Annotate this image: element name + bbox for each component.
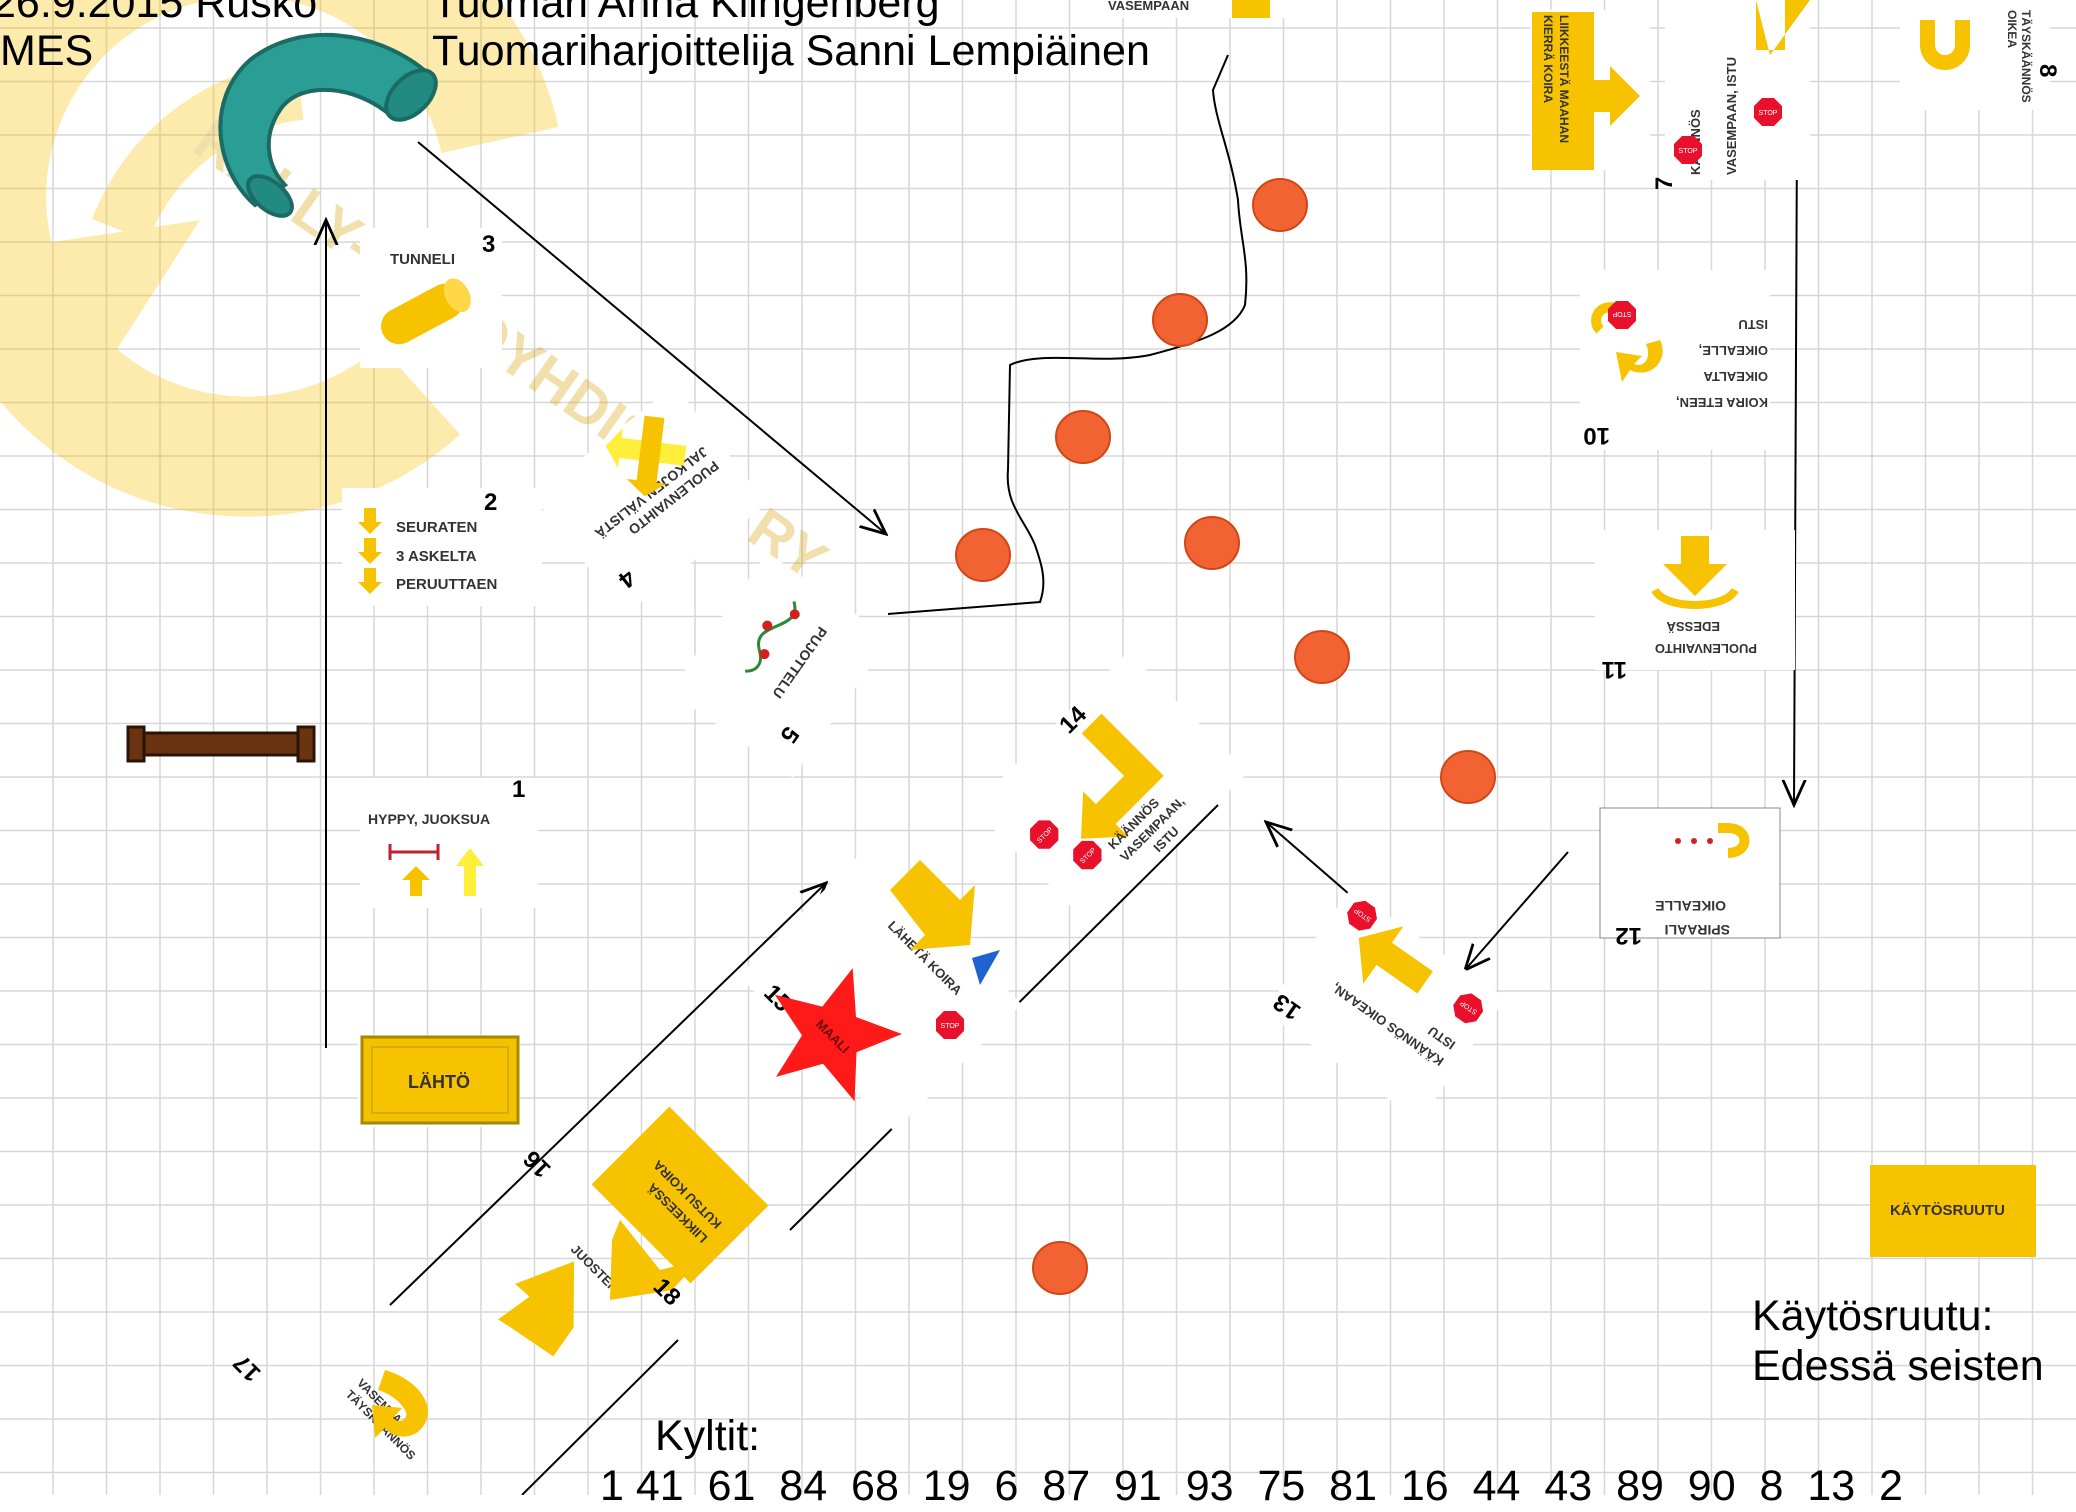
header-trainee: Tuomariharjoittelija Sanni Lempiäinen bbox=[432, 27, 1150, 75]
tunnel-icon bbox=[381, 278, 471, 345]
arrow-up-icon bbox=[456, 848, 484, 896]
cone bbox=[1184, 516, 1240, 570]
cone bbox=[1252, 178, 1308, 232]
header-date-place: 26.9.2015 Rusko bbox=[0, 0, 318, 27]
cone-marker-icon bbox=[972, 950, 1000, 985]
cone bbox=[1055, 410, 1111, 464]
sign-1-number: 1 bbox=[512, 776, 525, 803]
target-star: MAALI bbox=[774, 968, 902, 1102]
arrow-diagonal-icon bbox=[498, 1261, 575, 1357]
arrow-right-icon bbox=[1594, 66, 1640, 126]
sign-3: 3 TUNNELI bbox=[360, 228, 502, 368]
sign-11: PUOLENVAIHTO EDESSÄ 11 bbox=[1595, 530, 1795, 683]
behavior-note-text: Edessä seisten bbox=[1752, 1342, 2044, 1390]
sign-3-text: TUNNELI bbox=[390, 251, 455, 268]
sign-15-arrow bbox=[890, 860, 1000, 1039]
path-3-to-5 bbox=[417, 141, 886, 534]
path-12-to-13 bbox=[1465, 851, 1569, 970]
sign-2-line-3: PERUUTTAEN bbox=[396, 576, 497, 593]
u-turn-icon bbox=[372, 1370, 428, 1438]
sign-1-text: HYPPY, JUOKSUA bbox=[368, 811, 490, 827]
cone bbox=[1152, 293, 1208, 347]
sign-7-line-2: KIERRÄ KOIRA bbox=[1541, 15, 1556, 103]
header-judge: Tuomari Anna Klingenberg bbox=[432, 0, 940, 27]
sign-12-number: 12 bbox=[1615, 922, 1642, 949]
cone bbox=[955, 528, 1011, 582]
sign-6-line-2: VASEMPAAN, ISTU bbox=[1724, 57, 1739, 175]
sign-18: LIIKKEESSÄ KUTSU KOIRA 18 bbox=[591, 1106, 769, 1311]
cone bbox=[1294, 630, 1350, 684]
sign-2: 2 SEURATEN 3 ASKELTA PERUUTTAEN bbox=[342, 488, 542, 606]
jump-obstacle bbox=[126, 725, 316, 763]
sign-2-line-1: SEURATEN bbox=[396, 519, 477, 536]
sign-list-title: Kyltit: bbox=[655, 1412, 761, 1460]
behavior-box-sign: KÄYTÖSRUUTU bbox=[1870, 1165, 2036, 1257]
sign-7: LIIKKEESTÄ MAAHAN KIERRÄ KOIRA 7 bbox=[1530, 10, 1706, 190]
path-17-to-15 bbox=[389, 883, 826, 1306]
sign-14: 14 KÄÄNNÖS VASEMPAAN, ISTU bbox=[972, 652, 1248, 928]
sign-12: SPIRAALI OIKEALLE 12 bbox=[1599, 807, 1781, 949]
sign-11-number: 11 bbox=[1602, 656, 1627, 683]
sign-list-numbers: 1 41 61 84 68 19 6 87 91 93 75 81 16 44 … bbox=[600, 1462, 1903, 1510]
sign-8-line-1: OIKEA bbox=[2005, 10, 2019, 48]
start-sign: LÄHTÖ bbox=[358, 1035, 520, 1127]
sign-10-line-4: ISTU bbox=[1738, 317, 1768, 332]
cone-group bbox=[955, 178, 1496, 1295]
sign-10-line-2: OIKEALTA bbox=[1703, 369, 1768, 384]
sign-2-line-2: 3 ASKELTA bbox=[396, 548, 477, 565]
sign-10-line-3: OIKEALLE, bbox=[1699, 343, 1768, 358]
sign-6: KÄÄNNÖS VASEMPAAN, ISTU bbox=[1665, 0, 1810, 180]
arrow-up-icon bbox=[1663, 536, 1727, 596]
cross-arrows-icon bbox=[605, 415, 687, 497]
sign-8-line-2: TÄYSKÄÄNNÖS bbox=[2019, 10, 2034, 103]
sign-12-line-2: OIKEALLE bbox=[1655, 898, 1726, 914]
behavior-box-label: KÄYTÖSRUUTU bbox=[1890, 1202, 2005, 1219]
weave-icon bbox=[745, 601, 800, 673]
sign-17-number: 17 bbox=[228, 1349, 266, 1387]
sign-2-number: 2 bbox=[484, 489, 497, 516]
sign-4: PUOLENVAIHTO JALKOJEN VÄLISTÄ 4 bbox=[532, 385, 768, 615]
header-class: MES bbox=[0, 27, 94, 75]
sign-5: PUJOTTELU 5 bbox=[669, 552, 891, 778]
path-18-to-exit bbox=[521, 1339, 679, 1495]
sign-3-number: 3 bbox=[482, 231, 495, 258]
sign-15: LÄHETÄ KOIRA 15 bbox=[738, 848, 1022, 1132]
sign-8: OIKEA TÄYSKÄÄNNÖS 8 bbox=[1900, 0, 2061, 110]
cone bbox=[1032, 1241, 1088, 1295]
path-5-to-top bbox=[887, 54, 1248, 615]
path-9-to-12 bbox=[1794, 129, 1797, 805]
sign-10-line-1: KOIRA ETEEN, bbox=[1676, 395, 1768, 410]
sign-7-line-1: LIIKKEESTÄ MAAHAN bbox=[1557, 15, 1572, 143]
start-label: LÄHTÖ bbox=[408, 1072, 470, 1092]
fragment-text: VASEMPAAN bbox=[1108, 0, 1189, 13]
sign-8-number: 8 bbox=[2034, 64, 2061, 77]
sign-11-line-1: PUOLENVAIHTO bbox=[1655, 641, 1757, 656]
sign-fragment-top: VASEMPAAN bbox=[1090, 0, 1300, 18]
behavior-note-title: Käytösruutu: bbox=[1752, 1292, 1994, 1340]
arrow-diagonal-icon bbox=[610, 1220, 700, 1300]
sign-13: KÄÄNNÖS OIKEAAN, ISTU 13 bbox=[1264, 889, 1506, 1121]
tunnel-obstacle bbox=[218, 33, 438, 218]
sign-1: 1 HYPPY, JUOKSUA bbox=[360, 776, 538, 908]
sign-10-number: 10 bbox=[1583, 422, 1610, 449]
cone bbox=[1440, 750, 1496, 804]
sign-10: KOIRA ETEEN, OIKEALTA OIKEALLE, ISTU 10 bbox=[1580, 270, 1770, 450]
sign-12-line-1: SPIRAALI bbox=[1665, 922, 1730, 938]
sign-11-line-2: EDESSÄ bbox=[1666, 619, 1720, 634]
arrow-up-icon bbox=[402, 866, 430, 896]
arrow-diagonal-icon bbox=[890, 860, 975, 950]
